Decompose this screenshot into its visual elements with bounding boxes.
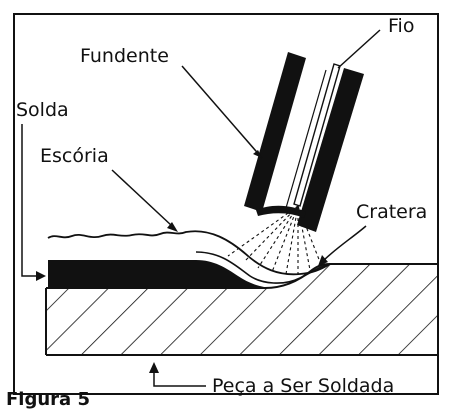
leader-slag: [111, 169, 173, 227]
label-weld: Solda: [16, 99, 69, 121]
flux-cone: [256, 205, 306, 218]
leader-wire: [337, 29, 381, 69]
leader-crater-arrowhead: [318, 255, 328, 266]
weld-pool-curve: [195, 251, 333, 284]
leader-crater: [321, 225, 367, 263]
leader-flux-arrowhead: [253, 150, 262, 158]
slag-layer: [47, 230, 331, 276]
label-slag: Escória: [40, 145, 109, 167]
leader-flux: [181, 65, 263, 159]
leader-weld-arrowhead: [36, 271, 46, 281]
torch-wall-left: [244, 52, 306, 212]
label-flux: Fundente: [80, 45, 169, 67]
arc-rays: [227, 205, 321, 275]
weld-bead: [48, 260, 276, 288]
leader-weld: [21, 124, 40, 277]
filler-wire: [293, 63, 341, 207]
leader-workpiece: [153, 372, 206, 387]
figure-caption: Figura 5: [6, 389, 90, 409]
torch-wall-right: [297, 68, 364, 232]
leader-slag-arrowhead: [167, 222, 178, 232]
workpiece-outline: [45, 263, 438, 356]
label-crater: Cratera: [356, 201, 427, 223]
label-workpiece: Peça a Ser Soldada: [212, 375, 394, 397]
leader-workpiece-arrowhead: [149, 362, 159, 373]
figure-frame: [13, 13, 439, 395]
label-wire: Fio: [388, 15, 414, 37]
workpiece-base-metal: [46, 264, 438, 355]
